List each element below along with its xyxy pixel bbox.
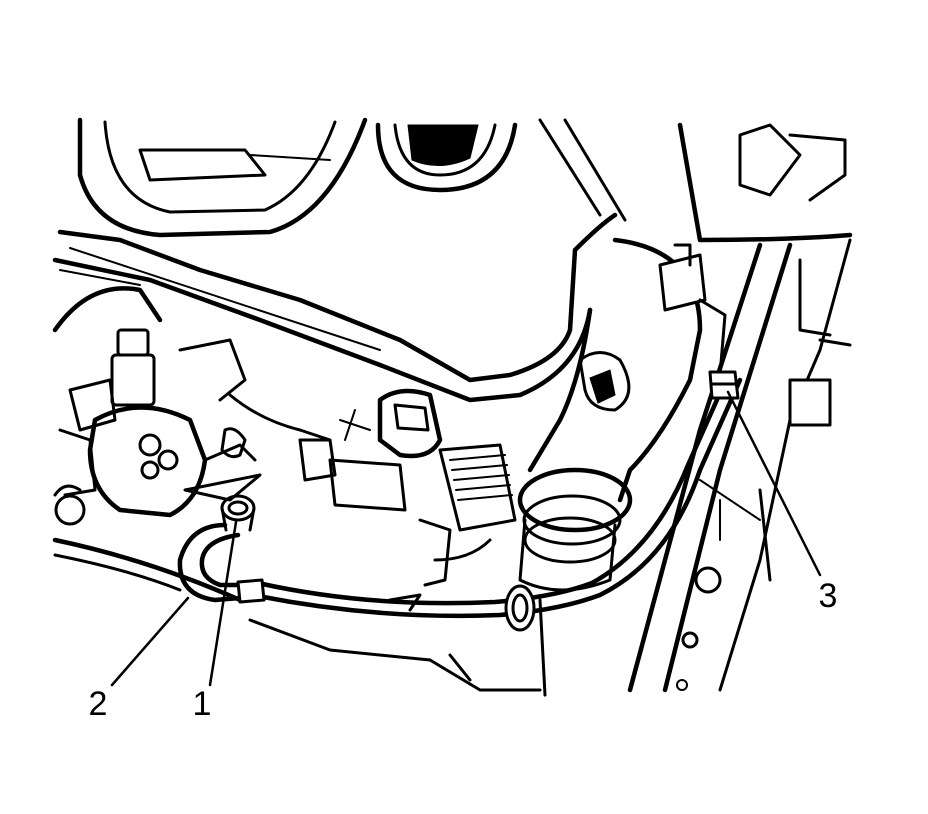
direction-arrow: [183, 473, 262, 502]
duct-connector: [658, 243, 727, 377]
oil-fill-cap: [375, 122, 518, 193]
hose: [177, 372, 743, 632]
starter-motor: [298, 388, 517, 612]
callout-label-1: 1: [193, 685, 212, 723]
callout-label-3: 3: [819, 577, 838, 615]
leader-line-2: [110, 596, 190, 687]
body-panel: [627, 122, 853, 693]
leader-line-1: [208, 520, 238, 687]
leader-lines: [110, 390, 822, 687]
lower-body: [52, 484, 547, 697]
callout-label-2: 2: [89, 685, 108, 723]
leader-line-3: [726, 390, 822, 577]
hose-clamp: [220, 494, 256, 532]
fuel-pump-assembly: [52, 286, 332, 518]
retainer-clip: [708, 370, 740, 400]
